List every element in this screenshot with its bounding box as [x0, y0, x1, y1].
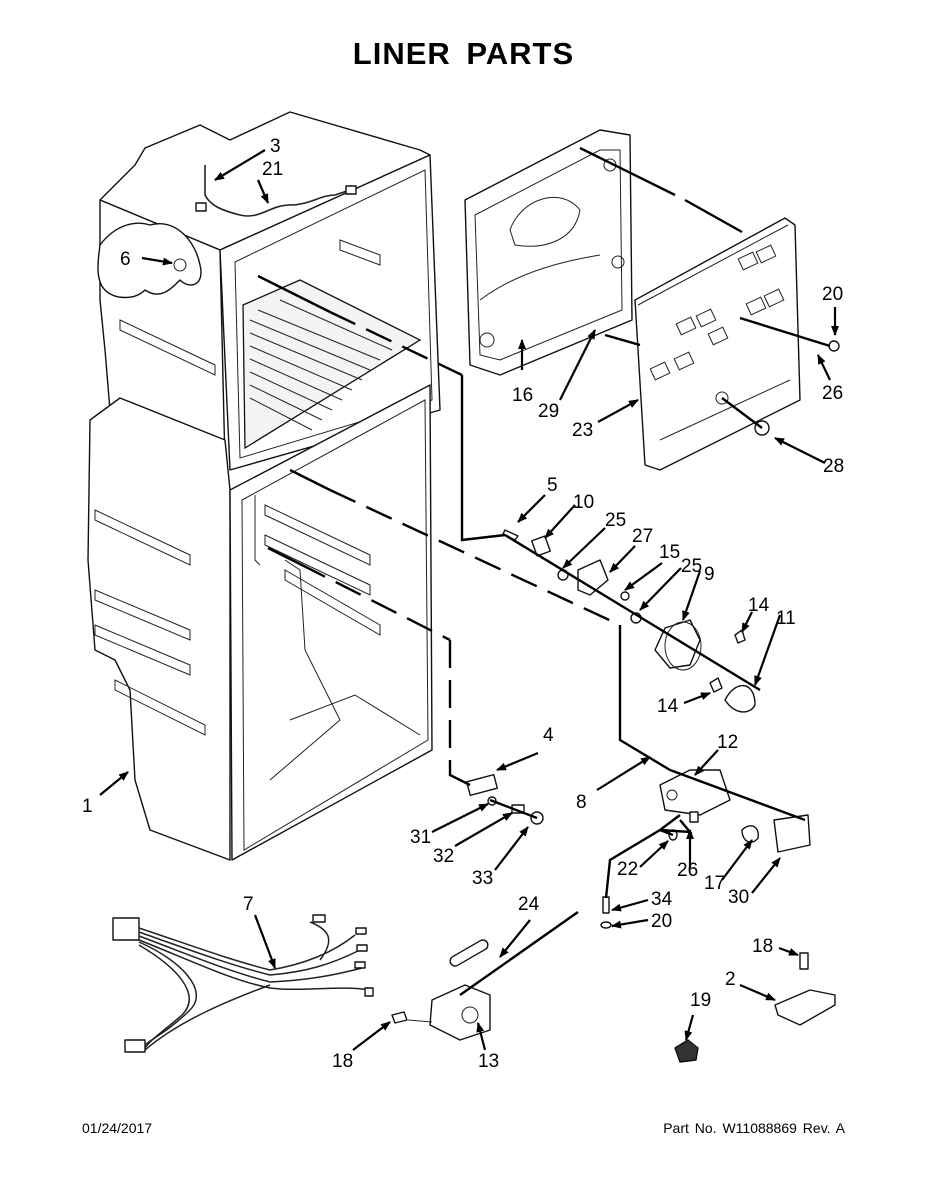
- callout-21: 21: [262, 159, 283, 180]
- callout-9: 9: [704, 564, 715, 585]
- screw-34-part: [602, 896, 610, 914]
- callout-15: 15: [659, 542, 680, 563]
- callout-11: 11: [776, 608, 796, 629]
- callout-labels: 3 21 6 1 16 29 23 20 26 28 5 10 25 27 15…: [82, 136, 844, 1072]
- freezer-liner: [97, 111, 441, 471]
- callout-26-top: 26: [822, 383, 843, 404]
- callout-3: 3: [270, 136, 281, 157]
- callout-31: 31: [410, 827, 431, 848]
- callout-30: 30: [728, 887, 749, 908]
- cap-20-part: [828, 340, 840, 352]
- footer-date: 01/24/2017: [82, 1120, 153, 1136]
- callout-8: 8: [576, 792, 587, 813]
- callout-25a: 25: [605, 510, 626, 531]
- evaporator-panel: [634, 217, 801, 471]
- wire-harness-21: [195, 165, 357, 217]
- callout-26-bottom: 26: [677, 860, 698, 881]
- wire-harness-7: [112, 914, 374, 1053]
- callout-27: 27: [632, 526, 653, 547]
- callout-32: 32: [433, 846, 454, 867]
- callout-20-top: 20: [822, 284, 843, 305]
- switch-19-part: [674, 1039, 699, 1063]
- callout-24: 24: [518, 894, 540, 915]
- callout-23: 23: [572, 420, 593, 441]
- evaporator-cover: [464, 129, 633, 376]
- callout-34: 34: [651, 889, 673, 910]
- page-title: LINER PARTS: [352, 36, 575, 71]
- reference-lines: [257, 146, 831, 899]
- callout-19: 19: [690, 990, 711, 1011]
- cap-20-lower-part: [600, 921, 612, 929]
- callout-20-bottom: 20: [651, 911, 672, 932]
- callout-14a: 14: [748, 595, 770, 616]
- callout-17: 17: [704, 873, 725, 894]
- light-socket-assembly: [465, 773, 544, 825]
- refrigerator-liner: [87, 384, 433, 861]
- callout-29: 29: [538, 401, 559, 422]
- callout-28: 28: [823, 456, 844, 477]
- callout-4: 4: [543, 725, 554, 746]
- control-board-part: [774, 989, 836, 1026]
- callout-10: 10: [573, 492, 594, 513]
- footer-part-number: Part No. W11088869 Rev. A: [663, 1120, 845, 1136]
- callout-14b: 14: [657, 696, 679, 717]
- callout-2: 2: [725, 969, 736, 990]
- callout-12: 12: [717, 732, 738, 753]
- callout-18-right: 18: [752, 936, 773, 957]
- callout-18-left: 18: [332, 1051, 353, 1072]
- callout-5: 5: [547, 475, 558, 496]
- screw-18-part: [799, 952, 809, 970]
- callout-1: 1: [82, 796, 93, 817]
- callout-16: 16: [512, 385, 533, 406]
- callout-arrows: [99, 149, 839, 1051]
- callout-13: 13: [478, 1051, 499, 1072]
- callout-33: 33: [472, 868, 493, 889]
- thermostat-assembly: [391, 911, 579, 1041]
- callout-6: 6: [120, 249, 131, 270]
- light-housing-assembly: [659, 769, 811, 853]
- callout-25b: 25: [681, 556, 702, 577]
- callout-7: 7: [243, 894, 254, 915]
- callout-22: 22: [617, 859, 638, 880]
